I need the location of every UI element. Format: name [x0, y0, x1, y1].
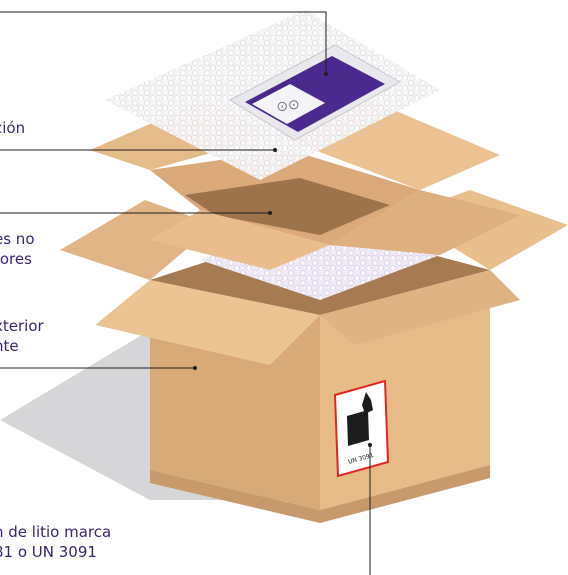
device-cell-white: [252, 84, 325, 124]
inner-box-inner-shadow: [185, 178, 390, 235]
label-inner-box-line-1: es no: [0, 230, 35, 248]
label-inner-box-line-2: tores: [0, 250, 32, 268]
inner-box-right-flap: [330, 190, 520, 255]
flame-icon: [362, 392, 373, 414]
label-inner-box: es no tores: [0, 229, 35, 269]
device-package: ⊙⊙: [228, 44, 402, 141]
outer-flap-left: [60, 200, 215, 280]
lithium-battery-hazard-label: UN 3091: [333, 379, 390, 478]
leader-dot-inner-box: [268, 211, 272, 215]
leader-line-device: [0, 11, 327, 74]
leader-dot-outer-box: [193, 366, 197, 370]
label-lithium-marking-line-2: 81 o UN 3091: [0, 543, 97, 561]
leader-dot-hazard-label: [368, 443, 372, 447]
outer-flap-front-right: [320, 270, 520, 345]
battery-icon: [347, 410, 369, 446]
outer-flap-front: [95, 280, 320, 365]
outer-box-bottom-strip: [150, 465, 490, 523]
label-cushioning: ción: [0, 118, 25, 138]
inner-box-front-flap: [150, 210, 330, 270]
leader-dot-device: [324, 72, 328, 76]
label-outer-box-line-2: nte: [0, 337, 19, 355]
label-outer-box-line-1: xterior: [0, 317, 44, 335]
label-outer-box: xterior nte: [0, 316, 44, 356]
leader-lines: [0, 11, 371, 575]
label-cushioning-line-1: ción: [0, 119, 26, 137]
label-lithium-marking: n de litio marca 81 o UN 3091: [0, 522, 111, 562]
leader-dot-cushioning: [273, 148, 277, 152]
label-lithium-marking-line-1: n de litio marca: [0, 523, 112, 541]
device-cell-glyph: ⊙⊙: [275, 96, 300, 115]
outer-box: [150, 215, 490, 523]
